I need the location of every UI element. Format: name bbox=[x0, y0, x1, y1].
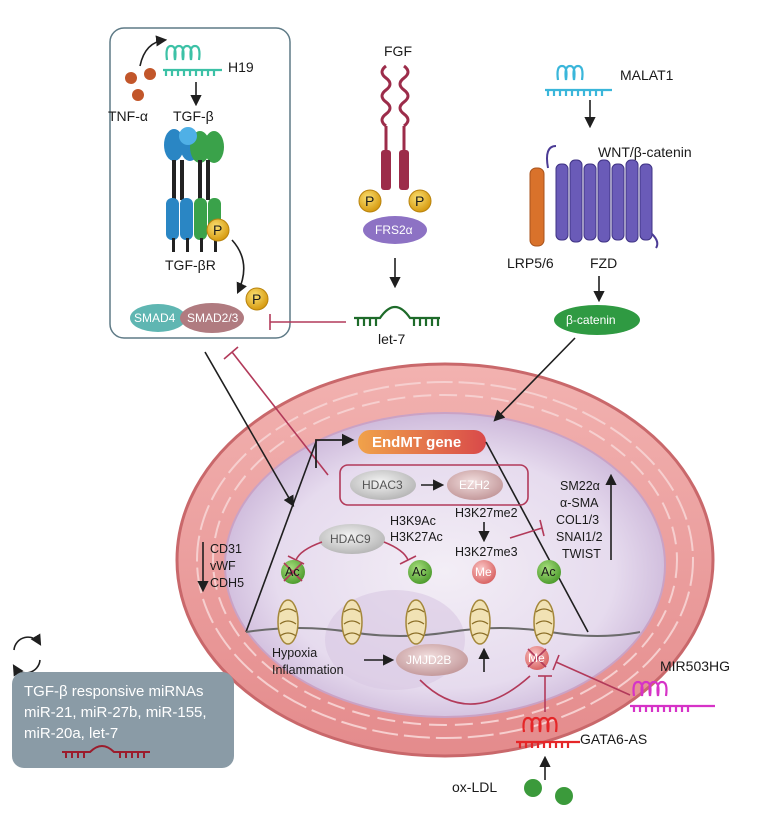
jmjd2b-label: JMJD2B bbox=[406, 653, 451, 667]
bcatenin-icon bbox=[554, 305, 640, 335]
ac-label-3: Ac bbox=[541, 565, 556, 579]
sm22a-label: SM22α bbox=[560, 479, 600, 493]
fgf-phosphate-right bbox=[408, 189, 432, 213]
vwf-label: vWF bbox=[210, 559, 236, 573]
receptor-to-smad-arrow bbox=[231, 239, 247, 295]
me-curve bbox=[419, 675, 531, 705]
twist-label: TWIST bbox=[562, 547, 601, 561]
nucleosome-wraps bbox=[279, 608, 553, 637]
oxldl-particle-2 bbox=[555, 787, 573, 805]
malat1-rna-icon bbox=[545, 64, 612, 96]
bcatenin-label: β-catenin bbox=[566, 313, 616, 327]
oxldl-label: ox-LDL bbox=[452, 779, 497, 795]
hdac9-inhibit-right bbox=[383, 541, 417, 565]
ezh2-icon bbox=[447, 470, 503, 500]
h3k27ac-label: H3K27Ac bbox=[390, 530, 443, 544]
mirna-box-line1: TGF-β responsive miRNAs bbox=[24, 683, 204, 700]
gata6as-inhibit bbox=[538, 675, 552, 712]
gata6as-rna-icon bbox=[516, 716, 580, 748]
mirna-strand-icon bbox=[62, 745, 150, 758]
tnf-to-h19-arrow bbox=[139, 35, 168, 67]
me3-inhibit-mark bbox=[509, 519, 545, 539]
endmt-promoter-arrow bbox=[315, 433, 355, 468]
h19-label: H19 bbox=[228, 59, 254, 75]
gene-frame-lines bbox=[245, 441, 589, 633]
smad-p-label: P bbox=[252, 291, 261, 307]
ac-mark-2 bbox=[408, 560, 432, 584]
asma-label: α-SMA bbox=[560, 496, 599, 510]
fgf-receptor-right-tm bbox=[399, 150, 409, 190]
ezh2-label: EZH2 bbox=[459, 478, 490, 492]
hdac3-ezh2-box bbox=[339, 464, 529, 506]
bcatenin-to-nucleus-arrow bbox=[493, 337, 576, 422]
let7-label: let-7 bbox=[378, 331, 405, 347]
me-mark-2 bbox=[525, 646, 549, 670]
jmjd2b-icon bbox=[396, 644, 468, 676]
fzd-icon bbox=[546, 145, 659, 249]
lrp-label: LRP5/6 bbox=[507, 255, 554, 271]
receptor-phosphate bbox=[206, 218, 230, 242]
fgf-receptor-left-tm bbox=[381, 150, 391, 190]
frs2a-label: FRS2α bbox=[375, 223, 413, 237]
smad-complex-icon bbox=[130, 303, 244, 333]
wnt-label: WNT/β-catenin bbox=[598, 144, 692, 160]
me-label-1: Me bbox=[475, 565, 492, 579]
cd31-label: CD31 bbox=[210, 542, 242, 556]
hdac9-label: HDAC9 bbox=[330, 532, 371, 546]
mir503hg-rna-icon bbox=[630, 680, 715, 712]
h3k27me2-label: H3K27me2 bbox=[455, 506, 518, 520]
let7-inhibits-smad bbox=[269, 314, 346, 330]
hdac3-icon bbox=[350, 470, 416, 500]
dna-strand bbox=[245, 627, 641, 637]
ac-label-1: Ac bbox=[285, 565, 300, 579]
ac-mark-3 bbox=[537, 560, 561, 584]
hypoxia-label: Hypoxia bbox=[272, 646, 317, 660]
snai-label: SNAI1/2 bbox=[556, 530, 603, 544]
tgfbr-label: TGF-βR bbox=[165, 257, 216, 273]
let7-rna-icon bbox=[354, 305, 440, 326]
smad23-label: SMAD2/3 bbox=[187, 311, 239, 325]
oxldl-particle-1 bbox=[524, 779, 542, 797]
lrp-icon bbox=[529, 167, 545, 247]
mirna-box-line2: miR-21, miR-27b, miR-155, bbox=[24, 704, 207, 721]
receptor-p-label: P bbox=[213, 222, 222, 238]
mirna-box bbox=[12, 672, 234, 768]
cycle-icon bbox=[12, 633, 42, 677]
gata6as-label: GATA6-AS bbox=[580, 731, 647, 747]
hdac9-icon bbox=[319, 524, 385, 554]
tnf-alpha-label: TNF-α bbox=[108, 108, 148, 124]
cdh5-label: CDH5 bbox=[210, 576, 244, 590]
malat1-label: MALAT1 bbox=[620, 67, 674, 83]
fgf-receptor-icon bbox=[380, 64, 410, 150]
tnf-alpha-molecules bbox=[125, 68, 156, 101]
frs2a-icon bbox=[363, 216, 427, 244]
smad-to-nucleus-arrow bbox=[204, 351, 295, 507]
fgf-p-left-label: P bbox=[365, 193, 374, 209]
fgf-label: FGF bbox=[384, 43, 412, 59]
h3k9ac-label: H3K9Ac bbox=[390, 514, 436, 528]
endmt-gene-box bbox=[358, 430, 486, 454]
col-label: COL1/3 bbox=[556, 513, 599, 527]
ac-label-2: Ac bbox=[412, 565, 427, 579]
tgfb-label: TGF-β bbox=[173, 108, 214, 124]
inflammation-label: Inflammation bbox=[272, 663, 344, 677]
smad4-label: SMAD4 bbox=[134, 311, 176, 325]
fzd-label: FZD bbox=[590, 255, 617, 271]
h3k27me3-label: H3K27me3 bbox=[455, 545, 518, 559]
me-label-2: Me bbox=[528, 651, 545, 665]
mir503hg-inhibit bbox=[552, 654, 631, 696]
endmt-label: EndMT gene bbox=[372, 434, 461, 451]
h19-rna-icon bbox=[163, 44, 222, 76]
me-mark-1 bbox=[472, 560, 496, 584]
smad-phosphate bbox=[245, 287, 269, 311]
ac-mark-1 bbox=[281, 560, 305, 584]
fgf-phosphate-left bbox=[358, 189, 382, 213]
mirna-box-line3: miR-20a, let-7 bbox=[24, 725, 118, 742]
hdac3-label: HDAC3 bbox=[362, 478, 403, 492]
mir503hg-label: MIR503HG bbox=[660, 658, 730, 674]
nucleosomes bbox=[277, 599, 555, 645]
fgf-p-right-label: P bbox=[415, 193, 424, 209]
